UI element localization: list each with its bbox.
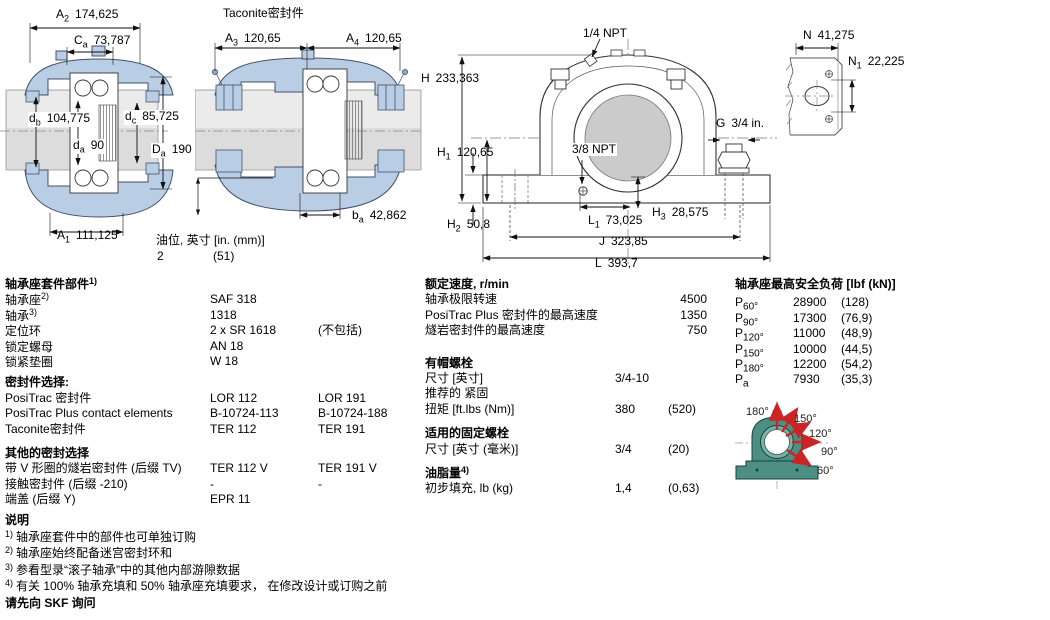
other-seals-header: 其他的密封选择 [5, 445, 90, 460]
break-line [787, 57, 794, 136]
table-row: P60°28900(128) [735, 295, 870, 313]
table-row: 扭矩 [ft.lbs (Nm)]380(520) [425, 401, 697, 416]
labyrinth-seals [25, 90, 160, 175]
top-notch [633, 49, 646, 57]
cross-section-drawing-taconite [195, 43, 422, 219]
load-angle-label: 150° [794, 413, 817, 425]
note-item: 2)轴承座始终配备迷宫密封环和 [5, 545, 173, 561]
fixing-bolts-header: 适用的固定螺栓 [425, 426, 510, 441]
taconite-seal-stacks [211, 69, 408, 173]
adapter-sleeve [344, 100, 363, 160]
bolt-holes [825, 70, 833, 123]
dim-quarter-npt: 1/4 NPT [583, 26, 628, 40]
oil-level-mm: (51) [213, 249, 235, 263]
table-row: P90°17300(76,9) [735, 310, 873, 329]
note-item: 4)有关 100% 轴承充填和 50% 轴承座充填要求， 在修改设计或订购之前 [5, 578, 388, 594]
bore [764, 429, 790, 455]
fixing-bolt-detail [717, 143, 751, 219]
oil-level-label: 油位, 英寸 [in. (mm)] [156, 233, 265, 247]
load-direction-arrows [768, 401, 822, 467]
spherical-roller-bearing [302, 68, 348, 194]
table-row: 接触密封件 (后缀 -210)-- [5, 476, 322, 491]
notes-footer: 请先向 SKF 询问 [5, 595, 96, 610]
safe-load-header: 轴承座最高安全负荷 [lbf (kN)] [735, 277, 896, 291]
top-notch [610, 49, 623, 57]
base-bolt-slot [501, 169, 529, 209]
base-end-detail-drawing [785, 43, 856, 136]
table-row: 轴承座2)SAF 318 [5, 291, 257, 308]
table-row: 推荐的 紧固 [425, 386, 489, 401]
table-row: P150°10000(44,5) [735, 341, 873, 359]
shaft-end [584, 94, 672, 182]
load-angle-label: 90° [821, 446, 838, 458]
load-angle-label: 180° [746, 406, 769, 418]
top-plug [301, 49, 315, 60]
table-row: 初步填充, lb (kg)1,4(0,63) [425, 481, 700, 496]
taconite-title: Taconite密封件 [223, 6, 304, 20]
dimension-lines [195, 43, 401, 219]
table-row: 尺寸 [英寸 (毫米)]3/4(20) [425, 441, 690, 456]
load-angle-label: 120° [809, 428, 832, 440]
table-row: 端盖 (后缀 Y)EPR 11 [5, 492, 251, 507]
notes-section: 说明 1)轴承座套件中的部件也可单独订购 2)轴承座始终配备迷宫密封环和 3)参… [5, 513, 420, 613]
side-cap-bolts [550, 68, 686, 90]
table-row: P120°11000(48,9) [735, 326, 873, 344]
dim-three-eighths-npt: 3/8 NPT [571, 142, 618, 156]
dimension-lines [458, 38, 771, 262]
note-item: 3)参看型录“滚子轴承”中的其他内部游隙数据 [5, 561, 241, 577]
notes-header: 说明 [5, 513, 30, 527]
note-item: 1)轴承座套件中的部件也可单独订购 [5, 528, 197, 544]
safe-load-table: 轴承座最高安全负荷 [lbf (kN)] P60°28900(128) P90°… [735, 277, 955, 390]
load-angle-label: 60° [817, 465, 834, 477]
cap-bolt [55, 50, 68, 61]
housing-arch-inner [551, 65, 705, 175]
dimension-lines [795, 43, 856, 113]
seal-options-header: 密封件选择: [5, 375, 69, 390]
table-row: 轴承3)1318 [5, 306, 237, 323]
section-hatching [785, 63, 793, 125]
oil-level-value: 2 [157, 249, 164, 263]
table-row: 尺寸 [英寸]3/4-10 [425, 370, 650, 385]
cap-bolts-header: 有帽螺栓 [425, 355, 474, 370]
load-direction-diagram [735, 401, 828, 490]
table-row: P180°12200(54,2) [735, 356, 873, 375]
speed-header: 额定速度, r/min [425, 277, 510, 291]
